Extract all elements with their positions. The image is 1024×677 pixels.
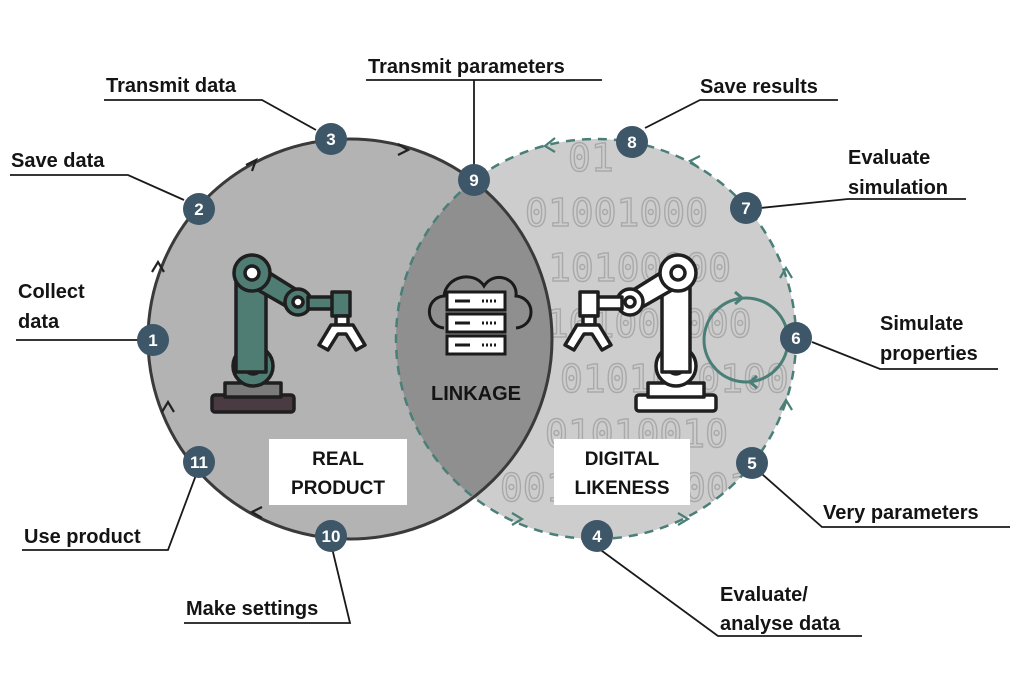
binary-row: 10100000 [548,246,731,290]
svg-text:1: 1 [148,331,157,350]
step-7-label-line2: simulation [848,177,948,199]
step-10-label: Make settings [186,598,318,620]
step-node-9: 9 [458,164,490,196]
svg-text:7: 7 [741,199,750,218]
linkage-label: LINKAGE [431,383,521,405]
step-2-label: Save data [11,150,105,172]
robot-arm-digital-icon [563,253,718,413]
real-product-label-line2: PRODUCT [291,478,385,499]
svg-text:2: 2 [194,200,203,219]
step-6-label-line2: properties [880,343,978,365]
step-node-3: 3 [315,123,347,155]
step-nodes: 1 2 3 4 5 6 7 8 9 10 11 [137,123,812,552]
step-4-label-line2: analyse data [720,613,841,635]
step-4-label-line1: Evaluate/ [720,584,808,606]
svg-text:5: 5 [747,454,756,473]
digital-likeness-box [554,439,690,505]
step-node-7: 7 [730,192,762,224]
svg-text:4: 4 [592,527,602,546]
svg-text:8: 8 [627,133,636,152]
svg-text:9: 9 [469,171,478,190]
step-node-2: 2 [183,193,215,225]
step-11-label: Use product [24,526,141,548]
leader-lines [10,79,1010,637]
step-labels: Collect data Save data Transmit data Eva… [11,56,979,635]
real-cycle-arrows [151,143,411,519]
step-node-6: 6 [780,322,812,354]
step-1-label-line1: Collect [18,281,85,303]
step-node-8: 8 [616,126,648,158]
svg-text:10: 10 [322,527,341,546]
step-7-label-line1: Evaluate [848,147,930,169]
step-node-5: 5 [736,447,768,479]
digital-likeness-label-line1: DIGITAL [585,449,660,470]
step-5-label: Very parameters [823,502,979,524]
step-6-label-line1: Simulate [880,313,963,335]
step-3-label: Transmit data [106,75,237,97]
svg-text:3: 3 [326,130,335,149]
real-product-label-line1: REAL [312,449,364,470]
svg-text:11: 11 [190,453,208,472]
step-9-label: Transmit parameters [368,56,565,78]
binary-row: 01 [568,136,614,180]
svg-text:6: 6 [791,329,800,348]
step-node-1: 1 [137,324,169,356]
robot-arm-real-icon [210,253,367,414]
binary-row: 01001000 [525,191,708,235]
step-node-11: 11 [183,446,215,478]
step-node-4: 4 [581,520,613,552]
cloud-server-icon [428,275,533,356]
digital-likeness-label-line2: LIKENESS [574,478,669,499]
digital-cycle-arrows [511,137,793,526]
real-product-box [269,439,407,505]
step-node-10: 10 [315,520,347,552]
step-8-label: Save results [700,76,818,98]
step-1-label-line2: data [18,311,60,333]
linkage-overlap [396,139,552,539]
